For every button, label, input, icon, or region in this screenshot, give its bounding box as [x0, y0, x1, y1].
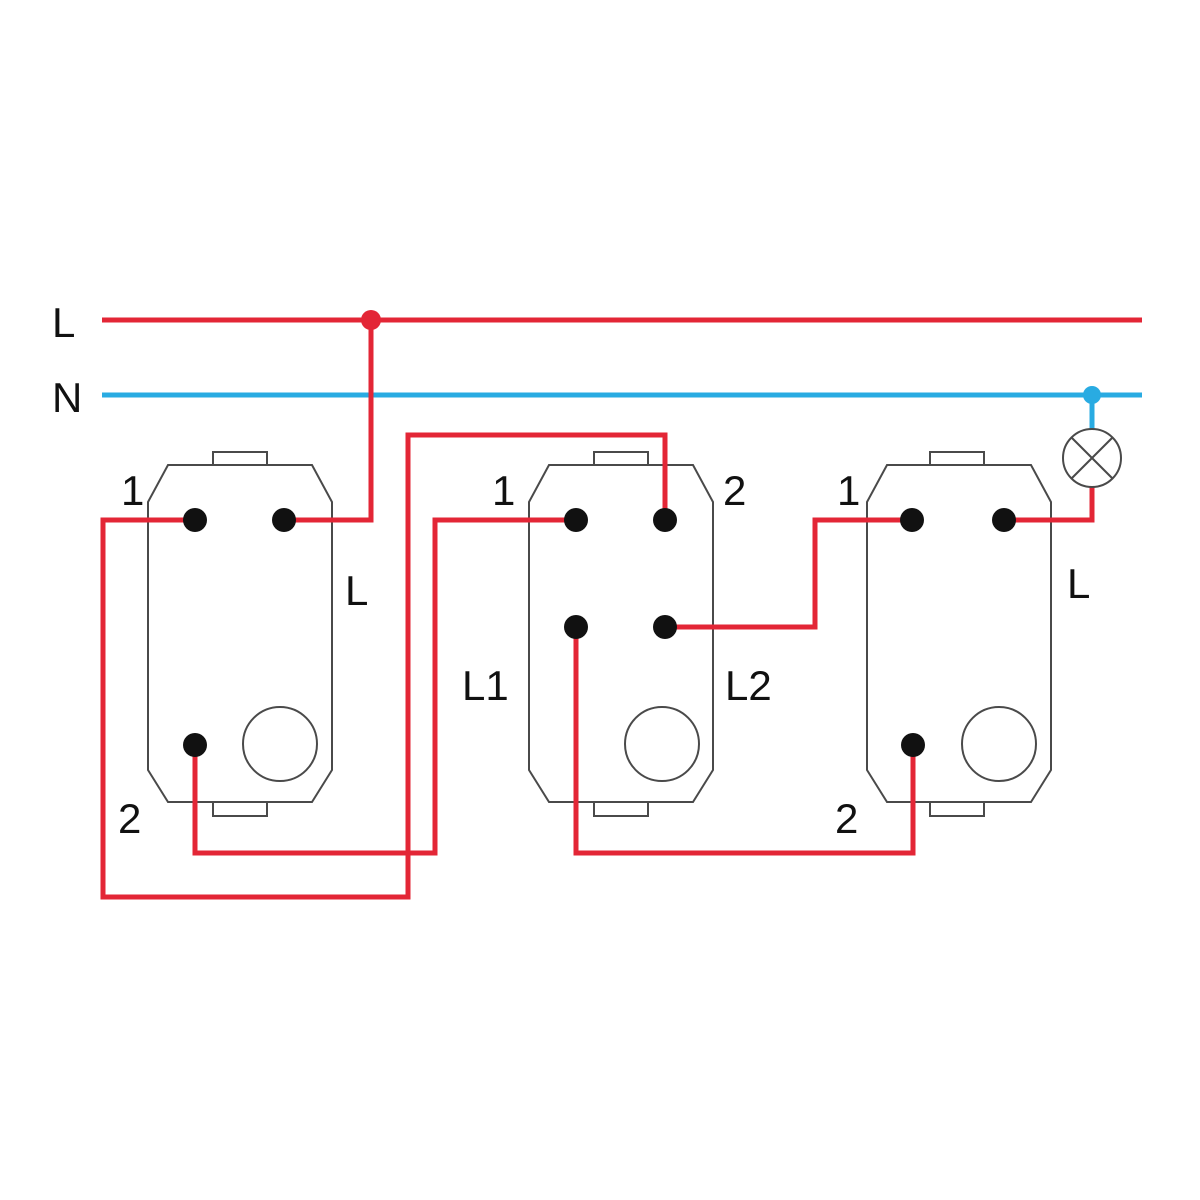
- switch-body: [528, 464, 714, 803]
- wire-mid-L2-to-right-1: [665, 517, 912, 630]
- terminal-left-L: [272, 508, 296, 532]
- left-terminal-2-label: 2: [118, 795, 141, 842]
- wire-left-2-to-mid-1: [192, 517, 576, 856]
- intermediate-switch-middle: [528, 451, 714, 817]
- mid-terminal-1-label: 1: [492, 467, 515, 514]
- mid-terminal-2-label: 2: [723, 467, 746, 514]
- wire-right-L-to-lamp: [1004, 487, 1095, 523]
- terminal-mid-2: [653, 508, 677, 532]
- right-terminal-L-label: L: [1067, 560, 1090, 607]
- terminal-mid-L2: [653, 615, 677, 639]
- terminal-mid-1: [564, 508, 588, 532]
- switch-body: [866, 464, 1052, 803]
- terminal-right-L: [992, 508, 1016, 532]
- terminal-left-2: [183, 733, 207, 757]
- wire-live-to-left-L: [284, 320, 374, 523]
- rocker-knob: [961, 706, 1037, 782]
- left-terminal-L-label: L: [345, 567, 368, 614]
- terminal-mid-L1: [564, 615, 588, 639]
- rocker-knob: [242, 706, 318, 782]
- wire-mid-L1-to-right-2: [573, 627, 916, 856]
- right-terminal-1-label: 1: [837, 467, 860, 514]
- switch-body: [147, 464, 333, 803]
- rocker-knob: [624, 706, 700, 782]
- lamp-icon: [1062, 428, 1122, 488]
- mid-terminal-L1-label: L1: [462, 662, 509, 709]
- wire-left-1-to-mid-2: [100, 432, 668, 900]
- terminal-left-1: [183, 508, 207, 532]
- terminal-right-1: [900, 508, 924, 532]
- left-terminal-1-label: 1: [121, 467, 144, 514]
- two-way-switch-left: [147, 451, 333, 817]
- live-junction-dot: [361, 310, 381, 330]
- right-terminal-2-label: 2: [835, 795, 858, 842]
- neutral-bus-label: N: [52, 374, 82, 421]
- two-way-switch-right: [866, 451, 1052, 817]
- neutral-junction-dot: [1083, 386, 1101, 404]
- mid-terminal-L2-label: L2: [725, 662, 772, 709]
- terminal-right-2: [901, 733, 925, 757]
- live-bus-label: L: [52, 299, 75, 346]
